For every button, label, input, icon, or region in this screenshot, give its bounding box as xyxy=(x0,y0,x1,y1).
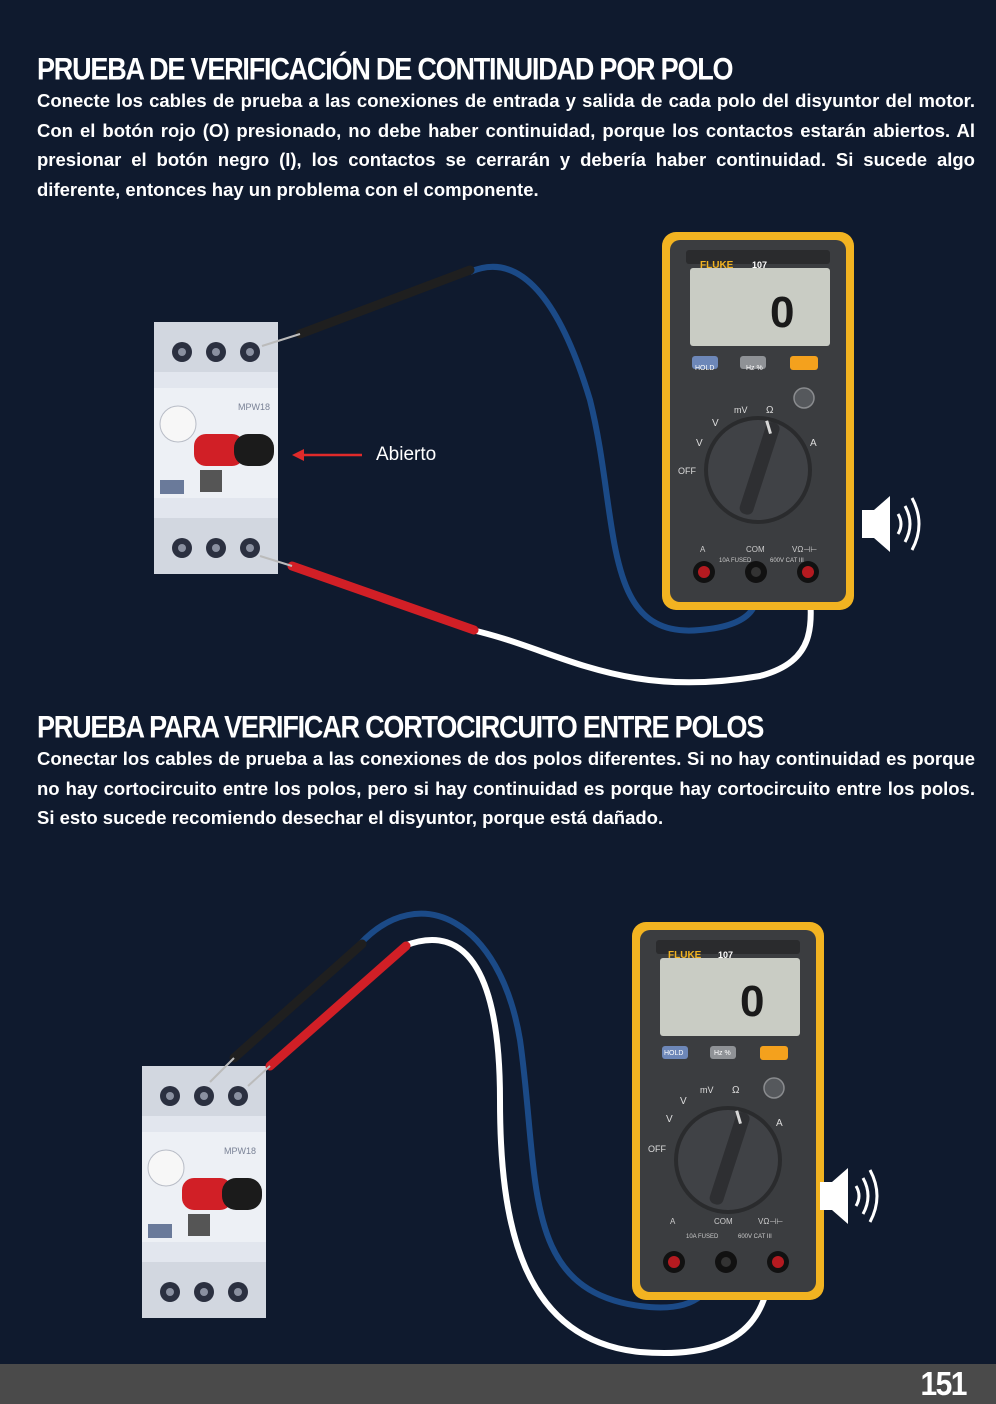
meter-cat-2: 600V CAT III xyxy=(738,1234,772,1240)
wire-black-lead-1 xyxy=(468,263,761,634)
figure-2: MPW18 FLUKE 107 0 HOLD Hz % OFF V V mV Ω… xyxy=(141,910,879,1357)
meter-vdc-label-2: V xyxy=(680,1096,687,1107)
meter-brand-2: FLUKE xyxy=(668,950,702,961)
meter-amp-label-2: A xyxy=(776,1118,783,1129)
probe-tip-black-2 xyxy=(209,1057,235,1083)
meter-jack-a-1: A xyxy=(700,545,706,554)
section2-title: PRUEBA PARA VERIFICAR CORTOCIRCUITO ENTR… xyxy=(37,710,764,745)
probe-tip-black-1 xyxy=(261,333,301,347)
meter-jack-v-1: VΩ⊣⊢ xyxy=(792,545,817,554)
meter-hz-label-2: Hz % xyxy=(714,1050,731,1057)
probe-tip-red-2 xyxy=(247,1065,271,1087)
wire-black-lead-2 xyxy=(357,910,723,1311)
speaker-icon xyxy=(818,1166,879,1226)
page-footer: 151 xyxy=(0,1364,996,1404)
meter-off-label-2: OFF xyxy=(648,1144,666,1154)
meter-model-1: 107 xyxy=(752,260,767,270)
meter-jack-a-2: A xyxy=(670,1217,676,1226)
wire-red-lead-2 xyxy=(402,937,775,1357)
callout-arrow-head xyxy=(292,449,304,461)
meter-vac-label-1: V xyxy=(696,438,703,449)
meter-display-1: 0 xyxy=(770,288,794,337)
meter-vdc-label-1: V xyxy=(712,418,719,429)
meter-amp-label-1: A xyxy=(810,438,817,449)
meter-brand-1: FLUKE xyxy=(700,260,734,271)
callout-open-label: Abierto xyxy=(376,444,436,465)
probe-red-1 xyxy=(287,561,479,635)
meter-display-2: 0 xyxy=(740,977,764,1026)
meter-ohm-label-1: Ω xyxy=(766,405,774,416)
figure-1: MPW18 Abierto FLUKE 107 0 HOLD Hz % OFF … xyxy=(153,230,921,686)
section1-text: Conecte los cables de prueba a las conex… xyxy=(37,90,975,200)
meter-jack-v-2: VΩ⊣⊢ xyxy=(758,1217,783,1226)
meter-mv-label-1: mV xyxy=(734,405,748,415)
meter-ohm-label-2: Ω xyxy=(732,1085,740,1096)
breaker-model-1: MPW18 xyxy=(238,402,270,412)
meter-cat-1: 600V CAT III xyxy=(770,558,804,564)
page-number: 151 xyxy=(920,1366,967,1403)
wire-red-lead-1 xyxy=(471,574,814,686)
meter-vac-label-2: V xyxy=(666,1114,673,1125)
meter-hold-label-1: HOLD xyxy=(695,365,714,372)
multimeter-2 xyxy=(630,920,826,1302)
meter-jack-com-2: COM xyxy=(714,1217,733,1226)
illustrations: MPW18 Abierto FLUKE 107 0 HOLD Hz % OFF … xyxy=(141,230,921,1357)
probe-tip-red-1 xyxy=(259,555,293,567)
motor-breaker-2 xyxy=(141,1065,267,1319)
section2-text: Conectar los cables de prueba a las cone… xyxy=(37,748,975,828)
meter-model-2: 107 xyxy=(718,950,733,960)
breaker-model-2: MPW18 xyxy=(224,1146,256,1156)
meter-jack-com-1: COM xyxy=(746,545,765,554)
speaker-icon xyxy=(860,494,921,554)
meter-mv-label-2: mV xyxy=(700,1085,714,1095)
meter-hold-label-2: HOLD xyxy=(664,1050,683,1057)
meter-hz-label-1: Hz % xyxy=(746,365,763,372)
meter-fused-1: 10A FUSED xyxy=(719,558,752,564)
meter-off-label-1: OFF xyxy=(678,466,696,476)
motor-breaker-1 xyxy=(153,321,279,575)
probe-red-2 xyxy=(265,941,411,1071)
meter-fused-2: 10A FUSED xyxy=(686,1234,719,1240)
probe-black-1 xyxy=(295,265,475,339)
probe-black-2 xyxy=(229,939,367,1063)
section1-title: PRUEBA DE VERIFICACIÓN DE CONTINUIDAD PO… xyxy=(37,52,734,87)
